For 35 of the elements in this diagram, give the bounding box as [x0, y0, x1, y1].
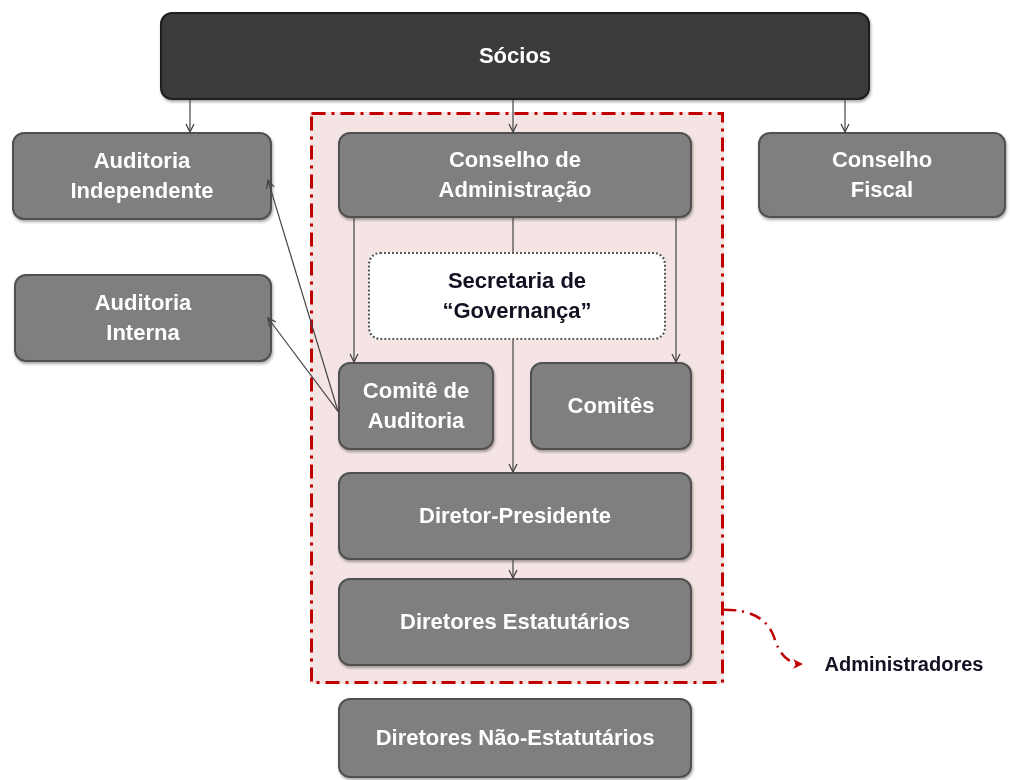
arrow: [508, 339, 518, 473]
arrow: [671, 217, 681, 363]
arrow: [840, 99, 850, 133]
connector-line: [512, 217, 514, 253]
process-box: [12, 132, 272, 220]
box-label: Diretores Estatutários: [400, 608, 630, 637]
box-label: Comitês: [567, 392, 655, 421]
process-box: [160, 12, 870, 100]
box-label: Sócios: [478, 42, 552, 71]
box-label: Auditoria Independente: [69, 147, 215, 205]
arrow: [265, 179, 339, 412]
process-box: [338, 362, 494, 450]
arrow: [267, 317, 339, 412]
box-label: Diretores Não-Estatutários: [375, 724, 655, 753]
dotted-box: [368, 252, 666, 340]
process-box: [530, 362, 692, 450]
box-label: Secretaria de “Governança”: [441, 267, 593, 325]
box-label: Conselho de Administração: [437, 146, 593, 204]
box-label: Auditoria Interna: [93, 289, 193, 347]
box-label: Conselho Fiscal: [830, 146, 934, 204]
process-box: [758, 132, 1006, 218]
box-label: Diretor-Presidente: [419, 502, 611, 531]
group-region: [310, 112, 724, 684]
arrow: [508, 99, 518, 133]
process-box: [338, 472, 692, 560]
process-box: [338, 132, 692, 218]
box-label: Comitê de Auditoria: [361, 377, 471, 435]
arrow: [508, 559, 518, 579]
arrow: [349, 217, 359, 363]
process-box: [338, 578, 692, 666]
process-box: [14, 274, 272, 362]
dashed-arrow: [723, 608, 803, 669]
process-box: [338, 698, 692, 778]
arrow: [185, 99, 195, 133]
annotation-text: Administradores: [824, 651, 984, 677]
